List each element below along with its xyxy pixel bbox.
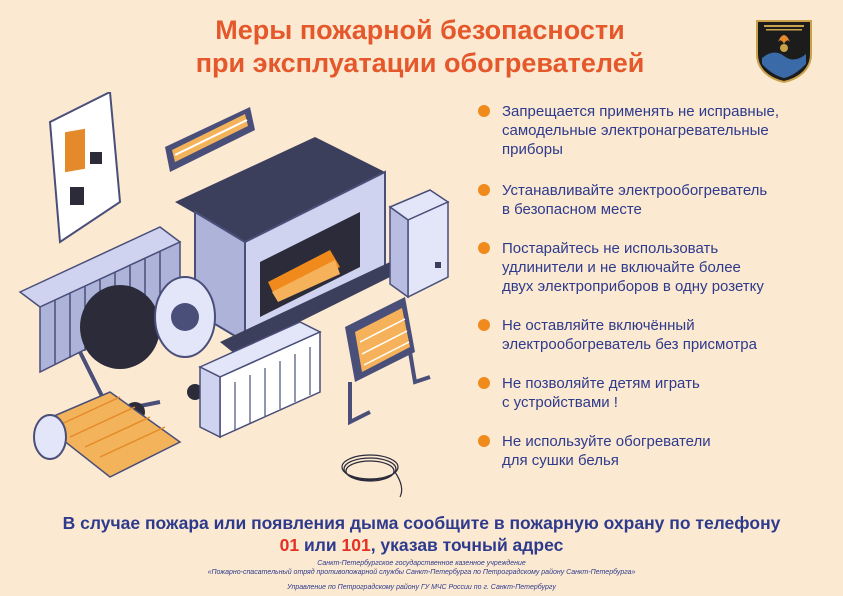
phone-number-101: 101	[341, 535, 371, 555]
rule-text: Не используйте обогреватели для сушки бе…	[502, 433, 711, 469]
bullet-dot-icon	[478, 184, 490, 196]
rule-text: Устанавливайте электрообогреватель в без…	[502, 182, 768, 218]
heated-floor-mat-illustration	[33, 391, 182, 478]
bullet-dot-icon	[478, 105, 490, 117]
rule-text: Не оставляйте включённый электрообогрева…	[502, 317, 757, 353]
phone-number-01: 01	[279, 535, 300, 555]
heaters-illustration	[18, 92, 450, 498]
footer-organization: Санкт-Петербургское государственное казе…	[120, 560, 723, 593]
rule-text: Не позволяйте детям играть с устройствам…	[502, 375, 700, 411]
page-title: Меры пожарной безопасности при эксплуата…	[110, 14, 730, 80]
or-text: или	[299, 535, 342, 555]
title-line-1: Меры пожарной безопасности	[215, 15, 625, 45]
floor-convector-illustration	[198, 321, 322, 439]
list-item: Не оставляйте включённый электрообогрева…	[478, 316, 833, 354]
heating-cable-coil-illustration	[341, 454, 403, 498]
standing-infrared-heater-illustration	[345, 297, 431, 426]
wall-convector-illustration	[388, 189, 450, 299]
safety-rules-list: Запрещается применять не исправные, само…	[478, 102, 833, 490]
list-item: Устанавливайте электрообогреватель в без…	[478, 181, 833, 219]
list-item: Запрещается применять не исправные, само…	[478, 102, 833, 159]
bullet-dot-icon	[478, 435, 490, 447]
footer-org-line-2: «Пожарно-спасательный отряд противопожар…	[207, 568, 636, 576]
bullet-dot-icon	[478, 319, 490, 331]
rule-text: Запрещается применять не исправные, само…	[502, 103, 780, 158]
wall-poster-illustration	[48, 92, 122, 244]
list-item: Постарайтесь не использовать удлинители …	[478, 239, 833, 296]
list-item: Не используйте обогреватели для сушки бе…	[478, 432, 833, 470]
rule-text: Постарайтесь не использовать удлинители …	[502, 240, 764, 295]
emergency-call-line-2: 01 или 101, указав точный адрес	[20, 534, 823, 556]
list-item: Не позволяйте детям играть с устройствам…	[478, 374, 833, 412]
emergency-call-line-1: В случае пожара или появления дыма сообщ…	[62, 513, 781, 533]
address-instruction: , указав точный адрес	[370, 535, 564, 555]
footer-org-line-1: Санкт-Петербургское государственное казе…	[317, 560, 526, 567]
title-line-2: при эксплуатации обогревателей	[195, 48, 645, 78]
bullet-dot-icon	[478, 242, 490, 254]
wall-infrared-heater-illustration	[165, 107, 255, 172]
emergency-call-notice: В случае пожара или появления дыма сообщ…	[20, 512, 823, 556]
bullet-dot-icon	[478, 377, 490, 389]
fire-service-emblem-icon	[756, 20, 812, 84]
footer-org-line-3: Управление по Петроградскому району ГУ М…	[287, 584, 556, 591]
